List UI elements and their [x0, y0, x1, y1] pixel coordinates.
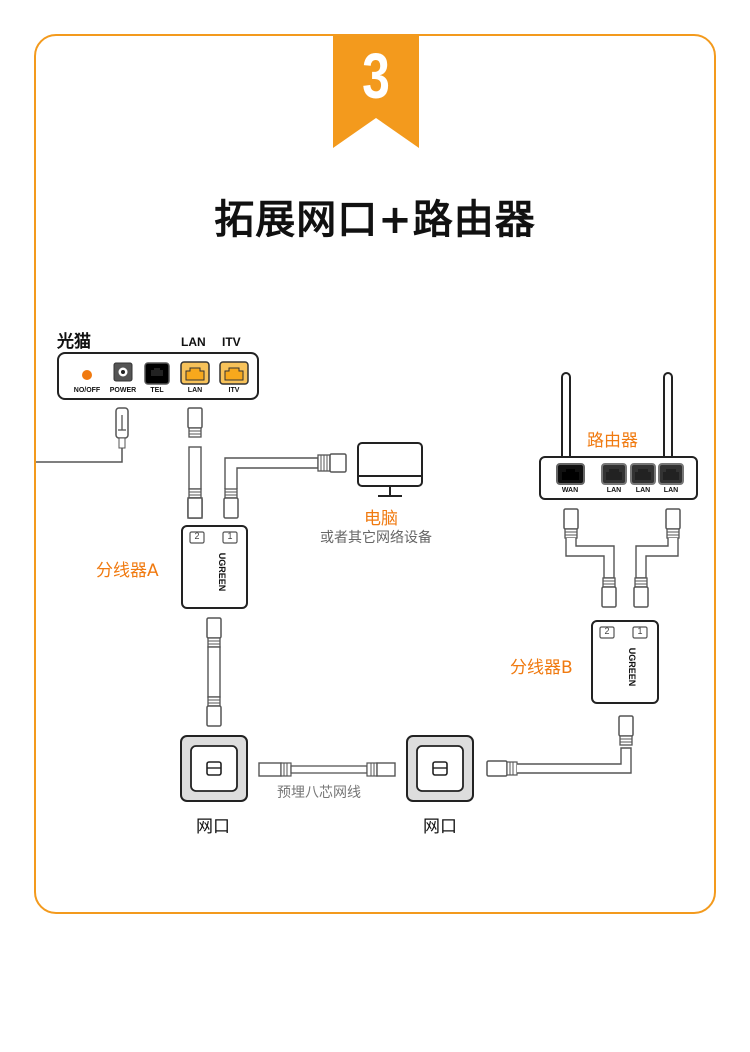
splitter-b [591, 620, 659, 704]
antenna-right [663, 372, 673, 460]
port-label-lan: LAN [187, 387, 203, 394]
cable-computer-to-splitter-a [223, 453, 347, 519]
modem-top-label-lan: LAN [181, 335, 206, 349]
cable-socket-to-splitter-b [486, 715, 634, 777]
step-number: 3 [362, 40, 390, 112]
step-ribbon [333, 34, 419, 148]
computer-label: 电脑 [364, 509, 398, 529]
computer-sublabel: 或者其它网络设备 [320, 530, 432, 546]
antenna-left [561, 372, 571, 460]
port-label-itv: ITV [228, 387, 240, 394]
wall-socket-1 [180, 735, 248, 802]
splitter-a-brand: UGREEN [217, 552, 227, 592]
wall-socket-2-label: 网口 [423, 817, 457, 837]
port-label-power: POWER [109, 387, 137, 394]
splitter-b-label: 分线器B [510, 658, 573, 678]
wall-socket-1-label: 网口 [196, 817, 230, 837]
splitter-a [181, 525, 248, 609]
splitter-a-port-1: 1 [227, 531, 233, 541]
power-indicator-dot [82, 370, 92, 380]
cable-modem-to-splitter-a [187, 407, 203, 519]
router [539, 372, 698, 500]
optical-modem [57, 352, 259, 400]
cable-router-lan-to-splitter-b [633, 508, 681, 608]
embedded-cable-label: 预埋八芯网线 [277, 785, 361, 801]
router-port-label-lan-2: LAN [635, 487, 651, 494]
router-port-label-lan-3: LAN [663, 487, 679, 494]
embedded-cable [258, 762, 396, 777]
modem-label: 光猫 [57, 332, 91, 352]
port-label-tel: TEL [150, 387, 164, 394]
computer-monitor-icon [357, 442, 423, 497]
wall-socket-2 [406, 735, 474, 802]
power-cable [36, 407, 129, 463]
modem-top-label-itv: ITV [222, 335, 241, 349]
splitter-b-port-1: 1 [637, 626, 643, 636]
router-port-label-lan-1: LAN [606, 487, 622, 494]
splitter-a-label: 分线器A [96, 561, 159, 581]
router-label: 路由器 [587, 431, 638, 451]
router-port-label-wan: WAN [561, 487, 579, 494]
splitter-b-port-2: 2 [604, 626, 610, 636]
splitter-a-port-2: 2 [194, 531, 200, 541]
cable-splitter-a-to-socket [206, 617, 222, 727]
port-label-no-off: NO/OFF [73, 387, 101, 394]
page-title: 拓展网口+路由器 [214, 197, 536, 243]
cable-router-wan-to-splitter-b [563, 508, 617, 608]
splitter-b-brand: UGREEN [627, 647, 637, 687]
